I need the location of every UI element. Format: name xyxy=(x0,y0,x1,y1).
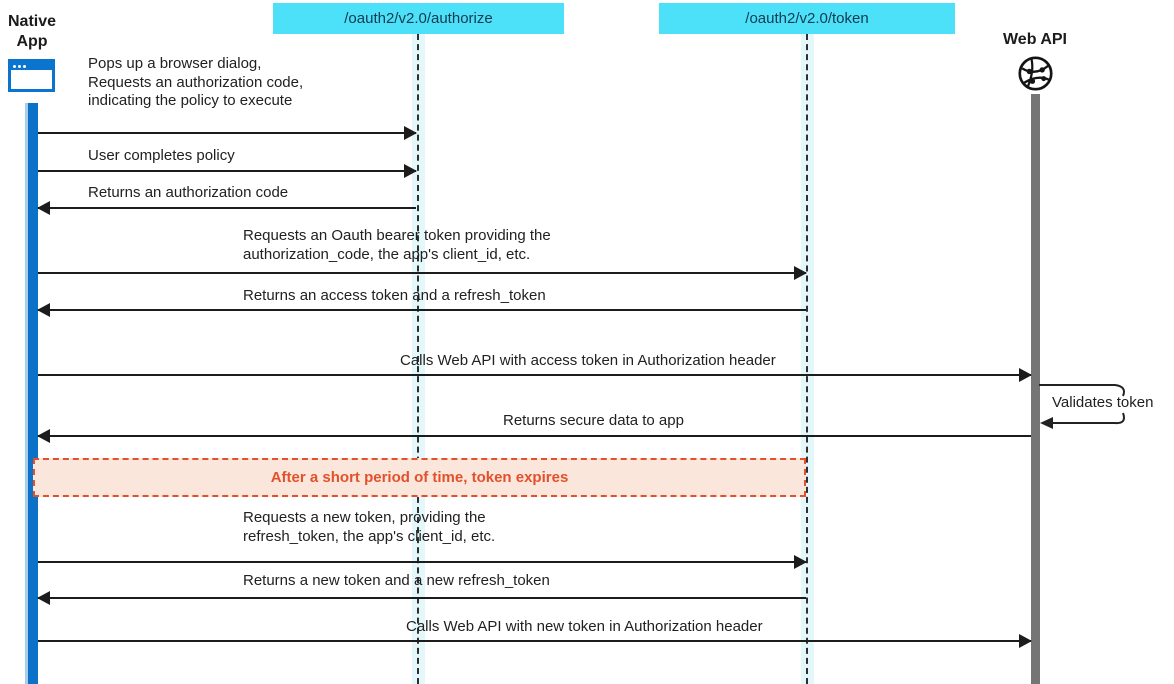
message-11-text: Calls Web API with new token in Authoriz… xyxy=(406,618,763,635)
message-7-self-loop xyxy=(1039,379,1137,438)
message-3-arrow xyxy=(37,201,416,215)
token-expires-note: After a short period of time, token expi… xyxy=(33,458,806,497)
message-5-text: Returns an access token and a refresh_to… xyxy=(243,287,546,304)
native-app-label: Native App xyxy=(7,13,57,50)
browser-window-icon xyxy=(8,59,55,92)
message-1-text: Pops up a browser dialog, Requests an au… xyxy=(88,55,304,109)
message-11-arrow xyxy=(38,634,1032,648)
web-api-activation-bar xyxy=(1031,94,1040,684)
authorize-lifeline xyxy=(417,34,419,684)
message-6-text: Calls Web API with access token in Autho… xyxy=(400,352,776,369)
message-4-arrow xyxy=(38,266,807,280)
web-api-label: Web API xyxy=(1002,31,1067,48)
message-5-arrow xyxy=(37,303,806,317)
message-7-text: Validates token xyxy=(1052,394,1154,411)
message-2-text: User completes policy xyxy=(88,147,235,164)
message-1-arrow xyxy=(38,126,417,140)
message-8-arrow xyxy=(37,429,1031,443)
authorize-endpoint-box: /oauth2/v2.0/authorize xyxy=(273,3,564,34)
message-6-arrow xyxy=(38,368,1032,382)
globe-network-icon xyxy=(1017,55,1054,97)
message-3-text: Returns an authorization code xyxy=(88,184,289,201)
message-9-arrow xyxy=(38,555,807,569)
message-9-text: Requests a new token, providing the refr… xyxy=(243,509,496,545)
message-8-text: Returns secure data to app xyxy=(503,412,684,429)
message-10-arrow xyxy=(37,591,806,605)
token-endpoint-box: /oauth2/v2.0/token xyxy=(659,3,955,34)
message-2-arrow xyxy=(38,164,417,178)
native-app-activation-bar xyxy=(25,103,38,684)
token-lifeline xyxy=(806,34,808,684)
message-4-text: Requests an Oauth bearer token providing… xyxy=(243,227,551,263)
message-10-text: Returns a new token and a new refresh_to… xyxy=(243,572,550,589)
